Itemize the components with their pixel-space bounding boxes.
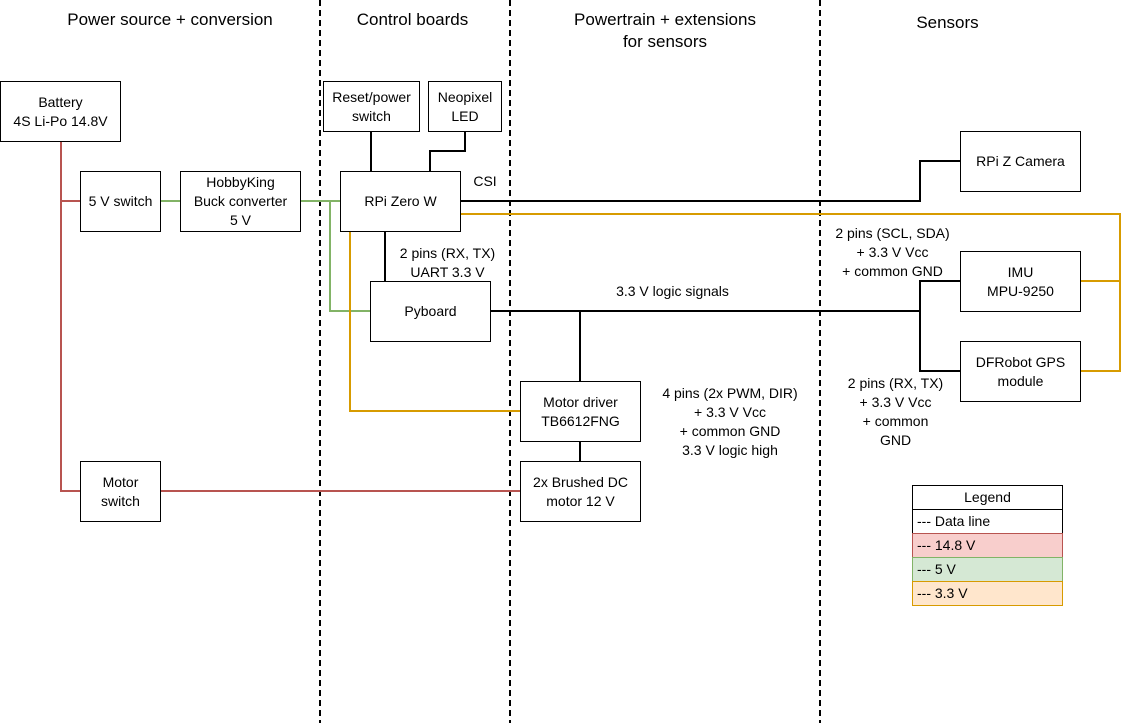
legend-item-14v8: --- 14.8 V <box>912 533 1063 558</box>
column-header-control: Control boards <box>356 10 469 29</box>
neopixel-line <box>429 131 466 171</box>
legend-title: Legend <box>912 485 1063 510</box>
lines-data <box>370 131 960 461</box>
i2c-pins-label: 2 pins (SCL, SDA) + 3.3 V Vcc + common G… <box>835 225 950 279</box>
csi-label: CSI <box>473 173 497 189</box>
buck-converter-block: HobbyKing Buck converter 5 V <box>180 171 301 232</box>
dc-motor-block: 2x Brushed DC motor 12 V <box>520 461 641 522</box>
csi-camera-line <box>460 160 960 202</box>
rpi-zero-w-block: RPi Zero W <box>340 171 461 232</box>
rpi-3v3-to-sensors-line <box>460 213 1121 372</box>
lines-3v3 <box>349 213 1121 412</box>
lines-14v8 <box>60 141 520 492</box>
legend-item-data-line: --- Data line <box>912 509 1063 534</box>
reset-power-switch-block: Reset/power switch <box>323 81 420 132</box>
imu-block: IMU MPU-9250 <box>960 251 1081 312</box>
legend-item-3v3: --- 3.3 V <box>912 581 1063 606</box>
rpi-3v3-to-motor-driver-line <box>349 231 520 412</box>
column-header-power: Power source + conversion <box>67 10 273 29</box>
buck-to-pyboard-line <box>329 201 370 312</box>
motor-pins-label: 4 pins (2x PWM, DIR) + 3.3 V Vcc + commo… <box>662 385 798 458</box>
gps-pins-label: 2 pins (RX, TX) + 3.3 V Vcc + common GND <box>847 375 944 448</box>
neopixel-led-block: Neopixel LED <box>428 81 502 132</box>
gps-module-block: DFRobot GPS module <box>960 341 1081 402</box>
pyboard-block: Pyboard <box>370 281 491 342</box>
column-header-powertrain: Powertrain + extensions for sensors <box>574 10 756 51</box>
battery-block: Battery 4S Li-Po 14.8V <box>0 81 121 142</box>
5v-switch-block: 5 V switch <box>80 171 161 232</box>
legend-item-5v: --- 5 V <box>912 557 1063 582</box>
rpi-camera-block: RPi Z Camera <box>960 131 1081 192</box>
motor-driver-block: Motor driver TB6612FNG <box>520 381 641 442</box>
logic-signals-label: 3.3 V logic signals <box>616 283 729 299</box>
legend: Legend --- Data line --- 14.8 V --- 5 V … <box>912 485 1063 606</box>
column-dividers <box>319 0 821 723</box>
lines-5v <box>160 200 370 312</box>
motor-switch-block: Motor switch <box>80 461 161 522</box>
bus-to-imu-gps-line <box>919 280 960 372</box>
column-header-sensors: Sensors <box>916 13 979 32</box>
uart-label: 2 pins (RX, TX) UART 3.3 V <box>399 245 496 280</box>
battery-power-line <box>60 141 80 492</box>
